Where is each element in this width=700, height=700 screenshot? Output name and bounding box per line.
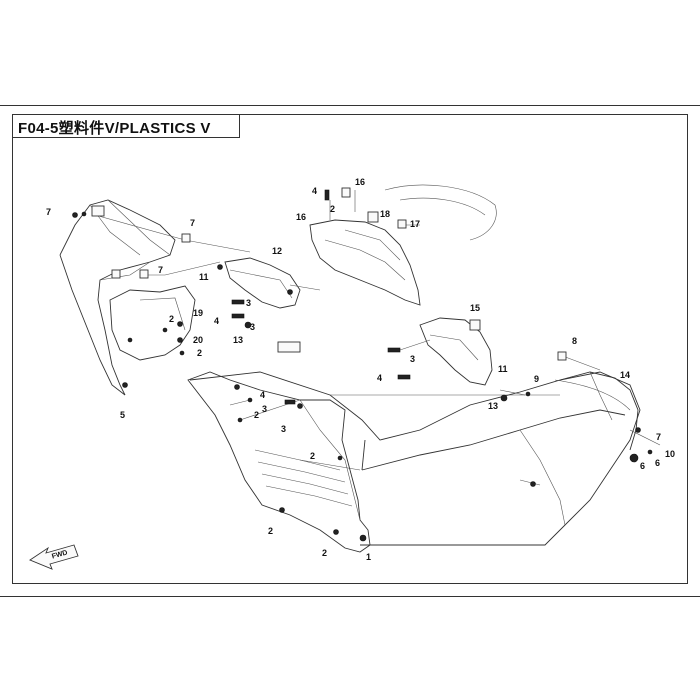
callout-5: 5: [120, 410, 125, 420]
clip-icon: [91, 205, 105, 217]
nut-icon: [237, 417, 243, 423]
bolt-icon: [284, 399, 296, 405]
nut-icon: [287, 289, 293, 295]
hardware: [72, 187, 653, 542]
bolt-icon: [217, 264, 223, 270]
nut-icon: [234, 384, 240, 390]
nut-icon: [179, 350, 185, 356]
callout-7: 7: [158, 265, 163, 275]
bolt-icon: [231, 313, 245, 319]
callout-6: 7: [656, 432, 661, 442]
callout-7: 9: [534, 374, 539, 384]
callout-10: 6: [640, 461, 645, 471]
clip-icon: [557, 351, 567, 361]
clip-icon: [277, 341, 301, 353]
nut-icon: [81, 211, 87, 217]
callout-19: 19: [193, 308, 203, 318]
nut-icon: [525, 391, 531, 397]
bolt-icon: [635, 427, 641, 433]
clip-icon: [111, 269, 121, 279]
nut-icon: [359, 534, 367, 542]
nut-icon: [177, 337, 183, 343]
callout-7: 7: [190, 218, 195, 228]
callout-15: 16: [296, 212, 306, 222]
main-body-panel: [189, 371, 641, 546]
bracket-14: [419, 317, 493, 386]
callout-2: 2: [322, 548, 327, 558]
callout-1: 1: [366, 552, 371, 562]
callout-4: 4: [312, 186, 317, 196]
callout-20: 20: [193, 335, 203, 345]
callout-12: 12: [272, 246, 282, 256]
callout-13: 13: [233, 335, 243, 345]
callout-17: 18: [380, 209, 390, 219]
callout-4: 4: [260, 390, 265, 400]
bolt-icon: [397, 374, 411, 380]
callout-11: 11: [498, 364, 508, 374]
callout-3: 3: [281, 424, 286, 434]
callout-2: 2: [254, 410, 259, 420]
callout-3: 3: [250, 322, 255, 332]
callout-3: 3: [246, 298, 251, 308]
clip-icon: [181, 233, 191, 243]
washer-icon: [244, 321, 252, 329]
callout-3: 3: [262, 404, 267, 414]
callout-13: 13: [488, 401, 498, 411]
nut-icon: [337, 455, 343, 461]
title-box: [12, 114, 240, 138]
callout-8: 10: [665, 449, 675, 459]
callout-14: 15: [470, 303, 480, 313]
callout-9: 6: [655, 458, 660, 468]
bolt-icon: [122, 382, 128, 388]
callout-2: 2: [169, 314, 174, 324]
nut-icon: [530, 481, 536, 487]
seat-outline: [384, 184, 497, 241]
drawing-frame: [12, 114, 688, 584]
washer-icon: [629, 453, 639, 463]
clip-icon: [139, 269, 149, 279]
fwd-arrow-icon: FWD: [29, 544, 79, 570]
center-grille-panel: [187, 371, 371, 553]
callout-7: 8: [572, 336, 577, 346]
callout-2: 2: [197, 348, 202, 358]
callout-2: 2: [310, 451, 315, 461]
bolt-icon: [324, 189, 330, 201]
nut-icon: [177, 321, 183, 327]
left-side-panel: [59, 199, 176, 396]
washer-icon: [500, 394, 508, 402]
page-title: F04-5塑料件V/PLASTICS V: [18, 120, 211, 137]
bolt-icon: [72, 212, 78, 218]
callout-labels: 7 7 7 12 11 19 2 20 2 5 3 4 3 13 4 3 2 3…: [46, 177, 675, 562]
bolt-icon: [387, 347, 401, 353]
callout-18: 14: [620, 370, 630, 380]
nut-icon: [333, 529, 339, 535]
callout-6: 7: [46, 207, 51, 217]
clip-icon: [397, 219, 407, 229]
bracket-15: [309, 219, 421, 306]
callout-16: 16: [355, 177, 365, 187]
callout-4: 4: [214, 316, 219, 326]
grommet-icon: [367, 211, 379, 223]
callout-3: 2: [330, 204, 335, 214]
nut-icon: [247, 397, 253, 403]
fwd-label: FWD: [51, 549, 68, 560]
clip-icon: [341, 187, 351, 198]
nut-icon: [127, 337, 133, 343]
top-rule: [0, 105, 700, 106]
callout-3: 3: [410, 354, 415, 364]
callout-4: 4: [377, 373, 382, 383]
nut-icon: [279, 507, 285, 513]
bottom-rule: [0, 596, 700, 597]
callout-2: 2: [268, 526, 273, 536]
nut-icon: [647, 449, 653, 455]
callout-11: 11: [199, 272, 209, 282]
washer-icon: [297, 403, 303, 409]
inner-panel-19: [109, 285, 196, 361]
nut-icon: [162, 327, 168, 333]
clip-icon: [469, 319, 481, 331]
bolt-icon: [231, 299, 245, 305]
callout-16: 17: [410, 219, 420, 229]
